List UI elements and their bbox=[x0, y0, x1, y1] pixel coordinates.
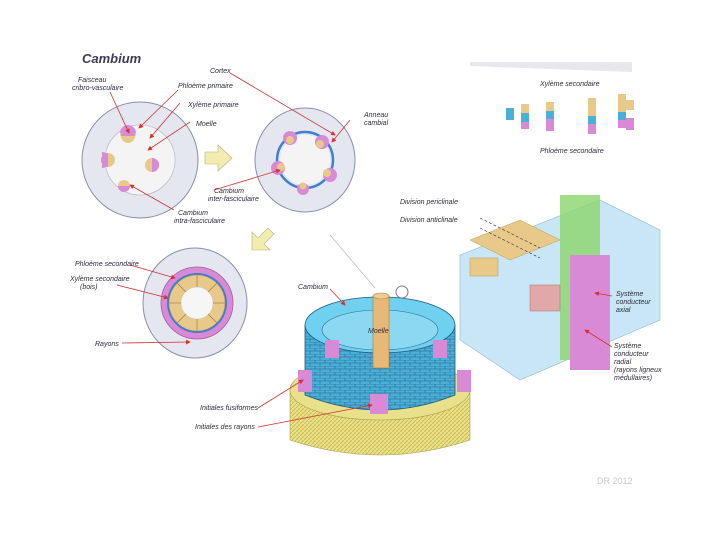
header-band bbox=[470, 62, 632, 72]
label-anneau-l2: cambial bbox=[364, 120, 389, 127]
label-cambium-3d: Cambium bbox=[298, 284, 328, 291]
label-axial-l2: conducteur bbox=[616, 299, 651, 306]
label-anneau-l1: Anneau bbox=[363, 112, 388, 119]
label-phloeme-secondaire-right: Phloème secondaire bbox=[540, 148, 604, 155]
label-phloeme-primaire: Phloème primaire bbox=[178, 83, 233, 90]
label-division-periclinale: Division periclinale bbox=[400, 199, 458, 206]
label-faisceau: Faisceau cribro-vasculaire bbox=[72, 77, 123, 92]
label-phloeme-secondaire-mid: Phloème secondaire bbox=[75, 261, 139, 268]
label-initiales-fusiformes: Initiales fusiformes bbox=[200, 405, 258, 412]
label-radial-l1: Système bbox=[614, 343, 641, 350]
label-radial-l2: conducteur bbox=[614, 351, 649, 358]
label-rayons: Rayons bbox=[95, 341, 119, 348]
label-xyleme-secondaire-right: Xylème secondaire bbox=[539, 81, 600, 88]
cell-division-sequence bbox=[506, 94, 634, 134]
stage-arrow-1 bbox=[205, 145, 232, 171]
stage3-cross-section bbox=[143, 248, 247, 358]
label-intra-l1: Cambium bbox=[178, 210, 208, 217]
stage2-cross-section bbox=[255, 108, 355, 212]
label-initiales-rayons: Initiales des rayons bbox=[195, 424, 255, 431]
credit-text: DR 2012 bbox=[597, 476, 633, 486]
label-axial-l1: Système bbox=[616, 291, 643, 298]
label-moelle: Moelle bbox=[196, 121, 217, 128]
label-cambium-intra: Cambium intra-fasciculaire bbox=[174, 210, 225, 225]
label-xyleme-secondaire-mid: Xylème secondaire (bois) bbox=[69, 276, 131, 291]
stem-3d-model bbox=[290, 286, 471, 455]
label-radial-l5: médullaires) bbox=[614, 375, 652, 382]
stage1-cross-section bbox=[82, 102, 198, 218]
label-inter-l1: Cambium bbox=[214, 188, 244, 195]
label-xyl-mid-l2: (bois) bbox=[80, 284, 98, 291]
label-intra-l2: intra-fasciculaire bbox=[174, 218, 225, 225]
connector-line bbox=[330, 235, 375, 288]
label-faisceau-l2: cribro-vasculaire bbox=[72, 85, 123, 92]
label-anneau-cambial: Anneau cambial bbox=[363, 112, 390, 127]
label-division-anticlinale: Division anticlinale bbox=[400, 217, 458, 224]
label-radial-l3: radial bbox=[614, 359, 632, 366]
label-cambium-inter: Cambium inter-fasciculaire bbox=[208, 188, 259, 203]
label-faisceau-l1: Faisceau bbox=[78, 77, 107, 84]
label-radial-l4: (rayons ligneux bbox=[614, 367, 662, 374]
label-xyl-mid-l1: Xylème secondaire bbox=[69, 276, 130, 283]
label-systeme-radial: Système conducteur radial (rayons ligneu… bbox=[614, 343, 663, 382]
label-inter-l2: inter-fasciculaire bbox=[208, 196, 259, 203]
title: Cambium bbox=[82, 51, 142, 66]
label-cortex: Cortex bbox=[210, 68, 231, 75]
label-axial-l3: axial bbox=[616, 307, 631, 314]
label-xyleme-primaire: Xylème primaire bbox=[187, 102, 239, 109]
label-moelle-3d: Moelle bbox=[368, 328, 389, 335]
stage-arrow-2 bbox=[252, 228, 274, 250]
